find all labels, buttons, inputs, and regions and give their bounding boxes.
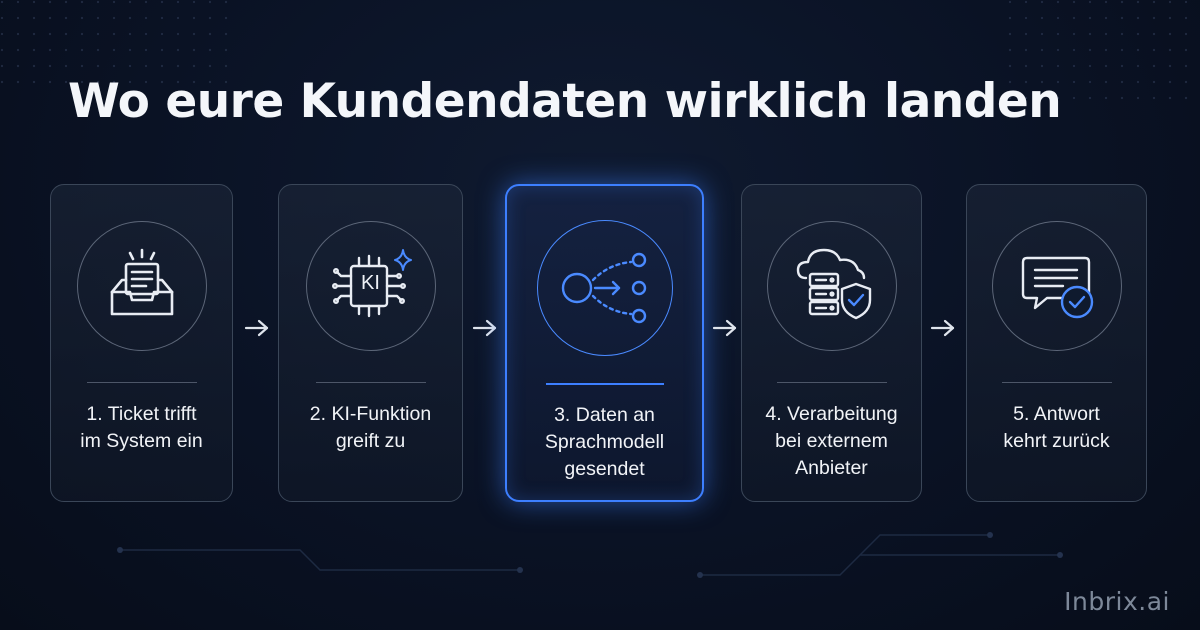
step-label-line: Sprachmodell — [544, 431, 665, 453]
step-label-line: 2. KI-Funktion — [309, 403, 432, 425]
card-divider — [545, 383, 664, 385]
step-card-2: KI 2. KI-Funktion greift zu — [278, 184, 463, 502]
card-divider — [315, 382, 426, 383]
arrow-right-icon — [472, 319, 497, 337]
step-label: 4. Verarbeitung bei externem Anbieter — [752, 401, 911, 482]
step-label: 1. Ticket trifft im System ein — [61, 401, 222, 455]
step-card-4: 4. Verarbeitung bei externem Anbieter — [741, 184, 922, 502]
cloud-server-shield-icon — [766, 221, 897, 351]
arrow-right-icon — [930, 319, 955, 337]
step-label-line: bei externem — [775, 430, 888, 452]
step-card-5: 5. Antwort kehrt zurück — [966, 184, 1147, 502]
step-label-line: 1. Ticket trifft — [86, 403, 197, 425]
data-distribution-icon — [536, 220, 673, 356]
step-card-1: 1. Ticket trifft im System ein — [50, 184, 233, 502]
step-label: 3. Daten an Sprachmodell gesendet — [517, 402, 692, 483]
step-label-line: 3. Daten an — [554, 404, 655, 426]
arrow-right-icon — [244, 319, 269, 337]
step-label-line: 4. Verarbeitung — [765, 403, 898, 425]
step-label: 5. Antwort kehrt zurück — [977, 401, 1136, 455]
step-label-line: 5. Antwort — [1013, 403, 1100, 425]
brand-logo-text: Inbrix.ai — [1064, 587, 1170, 616]
chip-label: KI — [361, 272, 380, 294]
chat-check-icon — [991, 221, 1122, 351]
card-divider — [86, 382, 197, 383]
arrow-right-icon — [712, 319, 737, 337]
card-divider — [1001, 382, 1112, 383]
page-title: Wo eure Kundendaten wirklich landen — [68, 74, 1062, 129]
step-label-line: im System ein — [80, 430, 203, 452]
step-label-line: Anbieter — [795, 457, 868, 479]
inbox-ticket-icon — [76, 221, 207, 351]
step-label: 2. KI-Funktion greift zu — [289, 401, 452, 455]
step-label-line: gesendet — [564, 458, 645, 480]
card-divider — [776, 382, 887, 383]
step-card-3: 3. Daten an Sprachmodell gesendet — [505, 184, 704, 502]
step-label-line: greift zu — [335, 430, 406, 452]
ai-chip-icon: KI — [305, 221, 436, 351]
step-label-line: kehrt zurück — [1003, 430, 1110, 452]
